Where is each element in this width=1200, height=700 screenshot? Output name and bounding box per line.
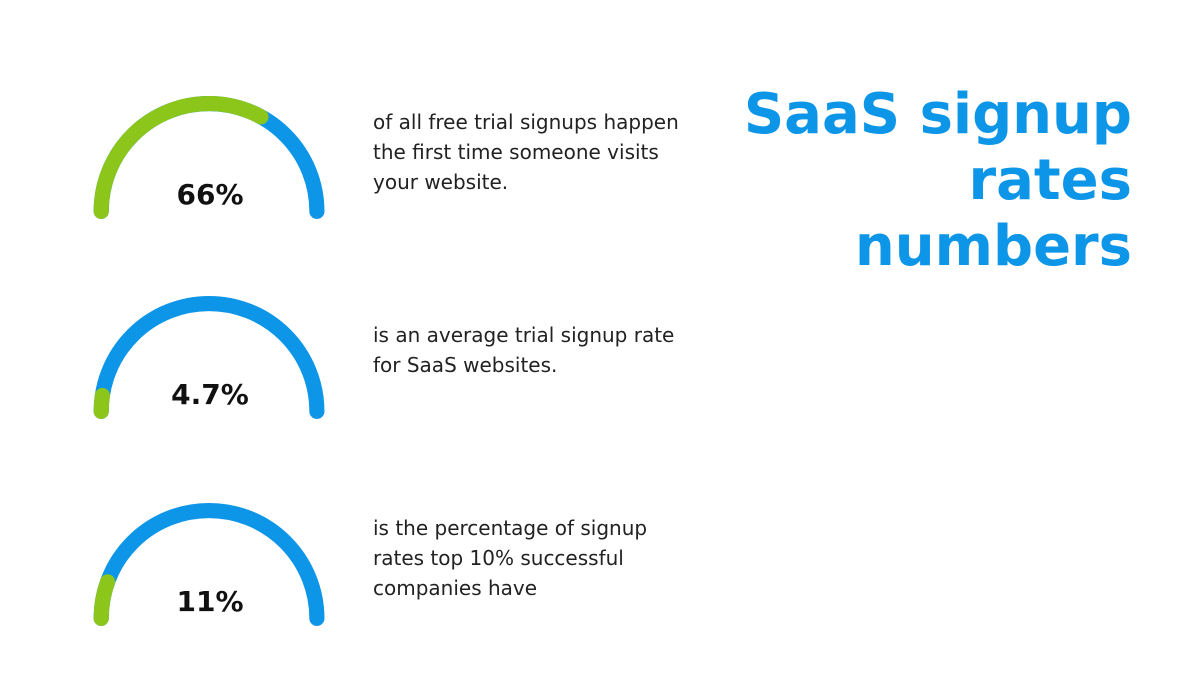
gauge-svg xyxy=(93,502,325,626)
stat-description: is an average trial signup rate for SaaS… xyxy=(373,323,675,377)
title-line: SaaS signup xyxy=(743,82,1132,147)
gauge-track xyxy=(93,502,325,626)
gauge-value-label: 66% xyxy=(176,178,244,211)
gauge-svg xyxy=(93,95,325,219)
title-line: numbers xyxy=(854,214,1132,279)
page-title: SaaS signup rates numbers xyxy=(744,82,1132,280)
gauge-2: 4.7% xyxy=(70,290,350,440)
gauge-value-label: 11% xyxy=(176,585,244,618)
gauge-fill xyxy=(93,574,116,626)
gauge-track xyxy=(93,295,325,419)
gauge-svg xyxy=(93,295,325,419)
gauge-3: 11% xyxy=(70,497,350,647)
title-line: rates xyxy=(968,148,1133,213)
stat-description: of all free trial signups happen the fir… xyxy=(373,110,679,194)
gauge-fill xyxy=(93,95,269,219)
gauge-fill xyxy=(93,387,110,419)
stat-description: is the percentage of signup rates top 10… xyxy=(373,516,648,600)
gauge-1: 66% xyxy=(70,90,350,240)
gauge-value-label: 4.7% xyxy=(171,378,249,411)
